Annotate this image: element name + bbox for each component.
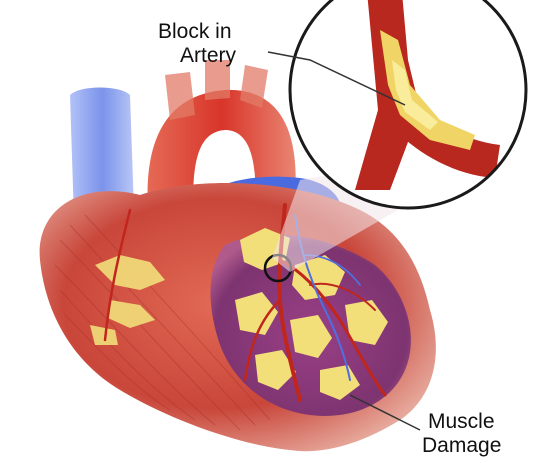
block-label-line2: Artery — [180, 44, 237, 67]
block-label-line1: Block in — [158, 20, 232, 43]
muscle-label-line2: Damage — [422, 434, 501, 457]
aorta-branch-1 — [165, 72, 195, 120]
muscle-label-line1: Muscle — [428, 410, 495, 433]
